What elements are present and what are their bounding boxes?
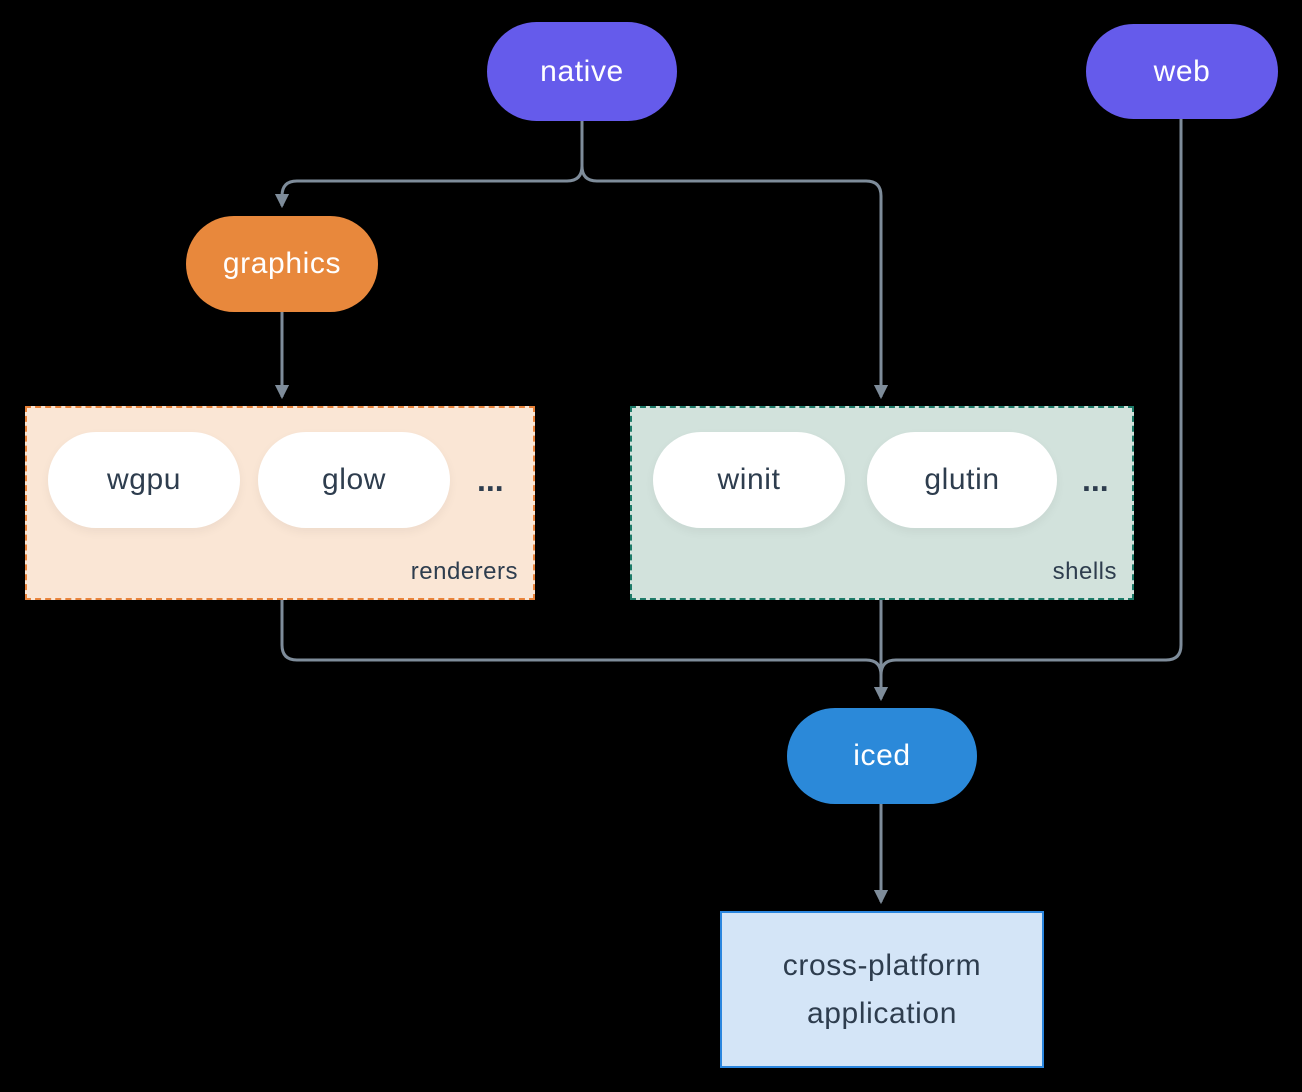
node-cross-platform-application: cross-platform application: [720, 911, 1044, 1068]
renderers-ellipsis: ...: [477, 461, 504, 498]
group-label-shells: shells: [1052, 558, 1117, 585]
node-graphics: graphics: [186, 216, 378, 312]
node-winit: winit: [653, 432, 845, 528]
group-label-renderers: renderers: [410, 558, 518, 585]
node-glow: glow: [258, 432, 450, 528]
node-glow-label: glow: [321, 463, 387, 496]
node-native-label: native: [540, 54, 624, 88]
node-web: web: [1086, 24, 1278, 119]
edge-native-to-shells: [580, 121, 889, 400]
app-label-line2: application: [806, 996, 958, 1030]
group-renderers: wgpu glow ... renderers: [25, 406, 535, 600]
node-winit-label: winit: [717, 463, 781, 496]
shells-ellipsis: ...: [1082, 461, 1109, 498]
edge-renderers-to-merge: [280, 600, 883, 676]
node-glutin: glutin: [867, 432, 1057, 528]
group-shells: winit glutin ... shells: [630, 406, 1134, 600]
node-wgpu: wgpu: [48, 432, 240, 528]
node-iced-label: iced: [853, 739, 911, 772]
node-wgpu-label: wgpu: [106, 463, 182, 496]
node-native: native: [487, 22, 677, 121]
edge-web-to-merge: [879, 119, 1183, 676]
edge-native-to-graphics: [274, 121, 584, 209]
node-graphics-label: graphics: [222, 247, 342, 280]
node-glutin-label: glutin: [924, 463, 1000, 496]
node-web-label: web: [1153, 54, 1211, 88]
node-iced: iced: [787, 708, 977, 804]
app-label-line1: cross-platform: [782, 948, 982, 982]
